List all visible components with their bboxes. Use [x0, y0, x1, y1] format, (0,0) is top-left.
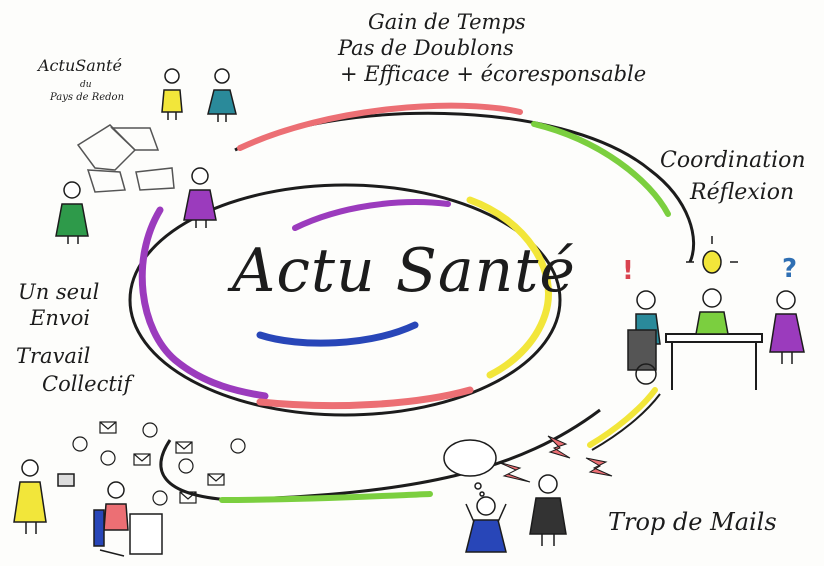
left-label-4: Collectif — [42, 372, 132, 396]
puzzle-pieces — [76, 124, 175, 193]
figure-green-table — [695, 288, 729, 335]
benefit-line-2: Pas de Doublons — [338, 36, 514, 60]
exclamation-mark-icon: ! — [622, 256, 634, 286]
outer-yellow-ink — [591, 393, 661, 451]
figure-yellow-laptop — [13, 459, 75, 534]
left-label-1: Un seul — [18, 280, 100, 304]
lightbulb-icon — [686, 236, 738, 274]
bottom-right-label: Trop de Mails — [608, 508, 777, 536]
figure-purple-right — [769, 290, 805, 364]
center-title: Actu Santé — [232, 236, 576, 306]
right-label-1: Coordination — [660, 148, 806, 173]
inner-yellow-right — [466, 196, 552, 379]
brand-du: du — [80, 80, 92, 90]
inner-ellipse — [128, 183, 562, 417]
figure-desk-worker — [93, 481, 163, 557]
figure-teal-top — [207, 68, 237, 122]
figure-black-stressed — [529, 474, 567, 546]
email-icons — [72, 421, 246, 506]
meeting-table — [665, 333, 763, 390]
outer-green-stroke — [531, 121, 671, 217]
inner-blue-bottom — [256, 321, 419, 347]
brand-pays: Pays de Redon — [50, 92, 125, 103]
question-mark-icon: ? — [782, 254, 798, 284]
figure-blue-stressed — [465, 496, 507, 553]
figure-wheelchair — [627, 290, 661, 385]
outer-yellow-stroke — [587, 387, 658, 448]
outer-loop-left — [159, 439, 231, 502]
lightning-bolts — [497, 435, 613, 483]
cloud-thought — [443, 439, 497, 497]
figure-yellow-top — [161, 68, 183, 120]
inner-red-bottom — [256, 386, 474, 410]
benefit-line-3: + Efficace + écoresponsable — [340, 62, 647, 86]
benefit-line-1: Gain de Temps — [368, 10, 526, 34]
inner-purple-left — [138, 206, 269, 400]
figure-purple-left — [183, 167, 217, 228]
right-label-2: Réflexion — [690, 180, 795, 205]
outer-red-stroke — [237, 102, 523, 151]
brand-title: ActuSanté — [38, 56, 122, 75]
inner-purple-top — [292, 199, 451, 231]
left-label-3: Travail — [16, 344, 91, 368]
figure-green-left — [55, 181, 89, 244]
bottom-green-stroke — [219, 491, 433, 503]
left-label-2: Envoi — [30, 306, 91, 330]
